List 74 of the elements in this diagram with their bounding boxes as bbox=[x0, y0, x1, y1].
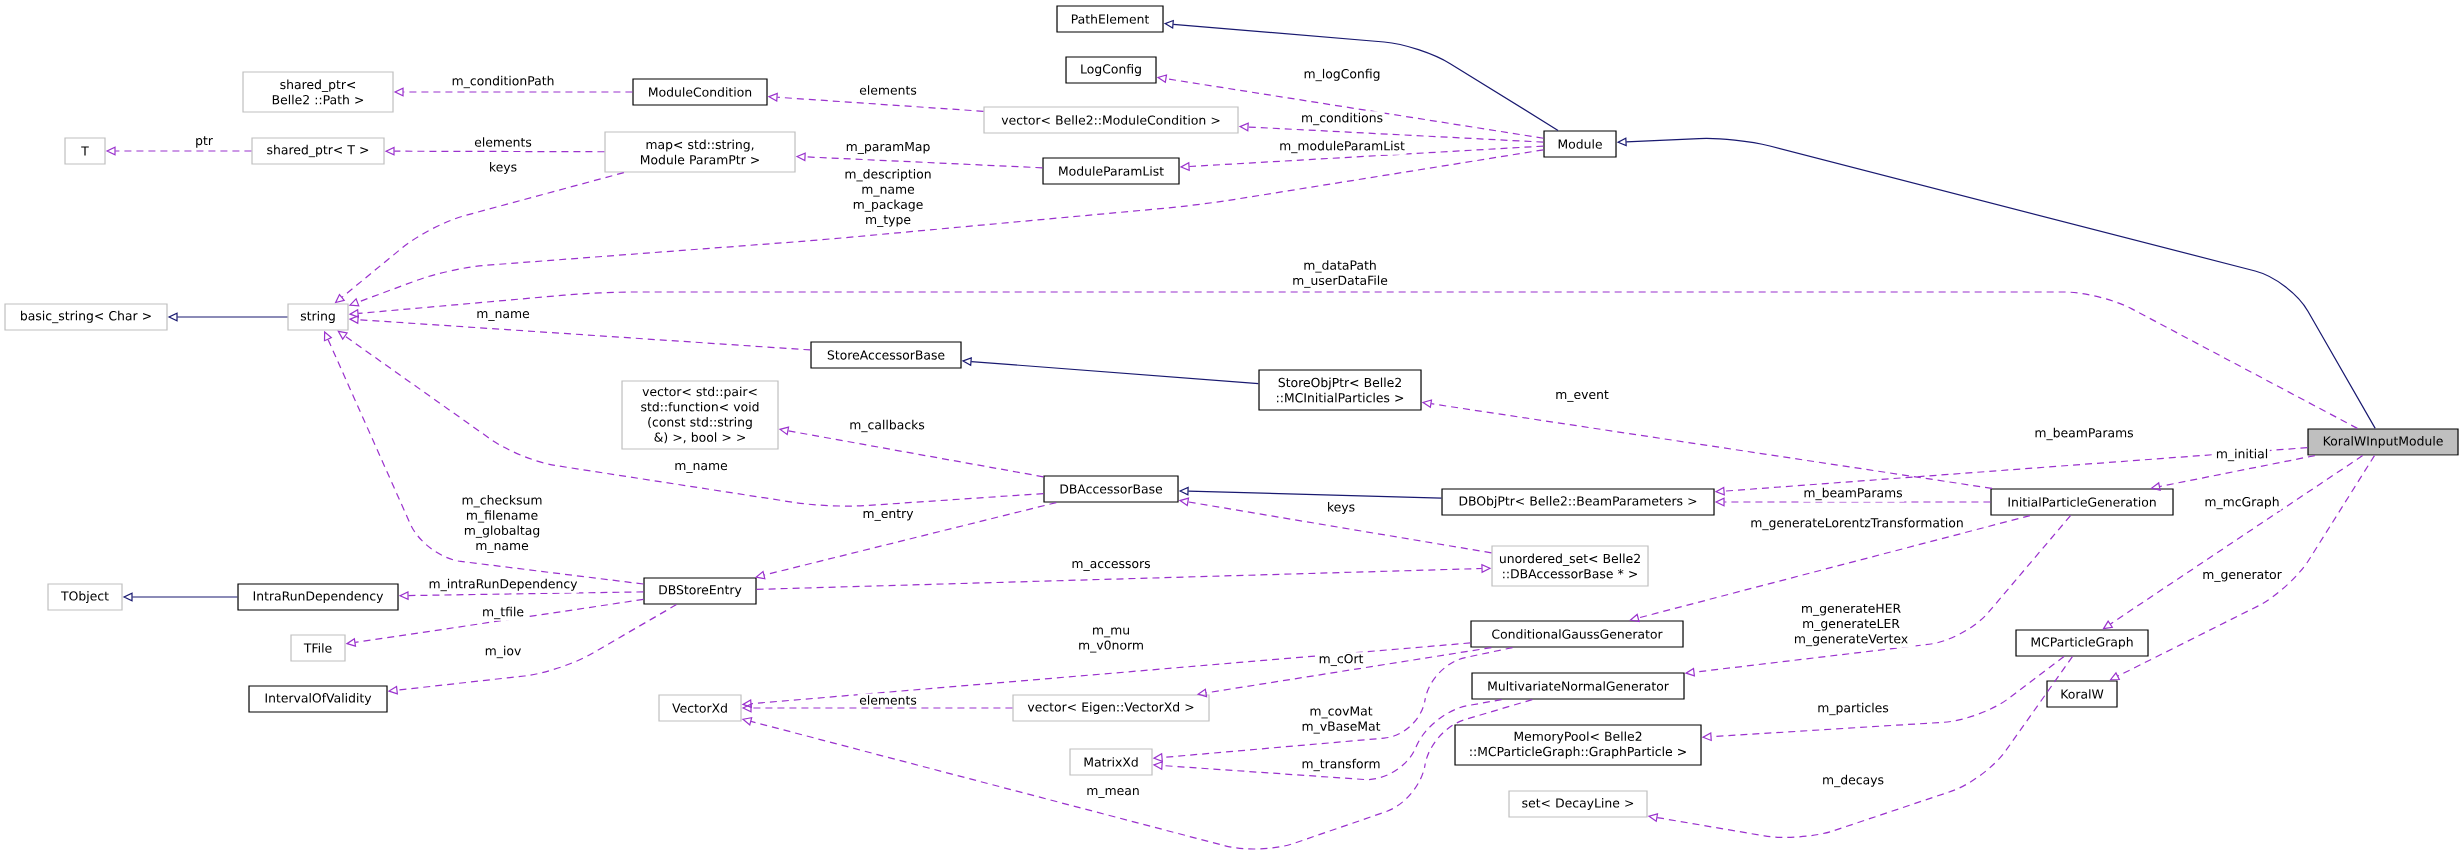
class-box: MCParticleGraph bbox=[2015, 629, 2149, 657]
edge-label: ptr bbox=[193, 134, 215, 150]
edge-label: m_decays bbox=[1820, 773, 1886, 789]
class-box: DBObjPtr< Belle2::BeamParameters > bbox=[1441, 488, 1715, 516]
class-box: T bbox=[64, 137, 106, 165]
class-box: map< std::string, Module ParamPtr > bbox=[604, 131, 796, 173]
class-box: Module bbox=[1543, 130, 1617, 158]
edge-label: m_name bbox=[672, 461, 730, 475]
edge-label: m_intraRunDependency bbox=[426, 577, 580, 593]
edge-label: m_mu m_v0norm bbox=[1070, 625, 1152, 655]
edge-label: m_iov bbox=[483, 644, 523, 660]
class-box: DBStoreEntry bbox=[643, 577, 757, 605]
edge-label: m_paramMap bbox=[844, 140, 932, 156]
edge-label: m_conditions bbox=[1299, 111, 1385, 127]
edge-label: m_conditionPath bbox=[450, 74, 557, 90]
arrow bbox=[1629, 515, 2031, 623]
class-box: MultivariateNormalGenerator bbox=[1471, 672, 1685, 700]
edge-label: m_tfile bbox=[480, 605, 526, 621]
edge-label: m_checksum m_filename m_globaltag m_name bbox=[452, 493, 552, 555]
edge-label: keys bbox=[487, 160, 519, 176]
edge-label: m_particles bbox=[1815, 701, 1891, 717]
class-box: shared_ptr< Belle2 ::Path > bbox=[242, 71, 394, 113]
class-box: IntervalOfValidity bbox=[248, 685, 388, 713]
edge-label: m_callbacks bbox=[847, 418, 927, 434]
class-box: shared_ptr< T > bbox=[251, 137, 385, 165]
edge-label: m_transform bbox=[1299, 757, 1383, 773]
edge-label: m_generator bbox=[2200, 568, 2284, 584]
edge-label: m_beamParams bbox=[2032, 426, 2136, 442]
arrow bbox=[2109, 455, 2376, 681]
edge-label: m_mcGraph bbox=[2202, 495, 2282, 511]
edge-label: m_entry bbox=[860, 507, 916, 523]
class-box: ModuleParamList bbox=[1042, 157, 1180, 185]
arrow bbox=[337, 330, 1044, 507]
class-box: IntraRunDependency bbox=[237, 583, 399, 611]
class-box: basic_string< Char > bbox=[4, 303, 168, 331]
class-box: unordered_set< Belle2 ::DBAccessorBase * > bbox=[1491, 545, 1649, 587]
edge-label: m_initial bbox=[2214, 447, 2270, 463]
edge-label: elements bbox=[857, 83, 919, 97]
edge-label: m_beamParams bbox=[1801, 486, 1905, 502]
class-box: string bbox=[287, 303, 349, 331]
class-box: MatrixXd bbox=[1069, 748, 1153, 776]
class-box: VectorXd bbox=[658, 694, 742, 722]
class-box: InitialParticleGeneration bbox=[1990, 488, 2174, 516]
edge-label: m_mean bbox=[1084, 786, 1142, 800]
edge-label: elements bbox=[472, 135, 534, 149]
edge-label: keys bbox=[1325, 500, 1357, 516]
edge-label: m_moduleParamList bbox=[1277, 139, 1407, 155]
class-box: vector< Eigen::VectorXd > bbox=[1012, 694, 1210, 722]
edge-label: m_logConfig bbox=[1301, 67, 1383, 83]
class-box: TObject bbox=[47, 583, 123, 611]
edge-label: m_dataPath m_userDataFile bbox=[1282, 258, 1398, 290]
edge-label: m_generateLorentzTransformation bbox=[1748, 516, 1966, 532]
class-box: vector< std::pair< std::function< void (const std::string &) >, bool > > bbox=[621, 380, 779, 450]
class-box: ConditionalGaussGenerator bbox=[1470, 620, 1684, 648]
class-box: LogConfig bbox=[1065, 56, 1157, 84]
class-box: DBAccessorBase bbox=[1043, 475, 1179, 503]
class-box: StoreObjPtr< Belle2 ::MCInitialParticles > bbox=[1258, 369, 1422, 411]
class-box: PathElement bbox=[1056, 5, 1164, 33]
class-box: KoralWInputModule bbox=[2307, 428, 2459, 456]
class-box: MemoryPool< Belle2 ::MCParticleGraph::GraphParticle > bbox=[1454, 724, 1702, 766]
class-box: KoralW bbox=[2046, 680, 2118, 708]
edge-label: m_covMat m_vBaseMat bbox=[1293, 704, 1389, 736]
class-box: TFile bbox=[290, 634, 346, 662]
class-box: ModuleCondition bbox=[632, 78, 768, 106]
edge-label: m_accessors bbox=[1069, 559, 1153, 573]
edge-label: m_event bbox=[1553, 388, 1611, 404]
edge-label: m_name bbox=[474, 309, 532, 323]
edge-label: m_description m_name m_package m_type bbox=[836, 167, 940, 229]
class-box: StoreAccessorBase bbox=[810, 341, 962, 369]
edge-label: m_cOrt bbox=[1317, 652, 1365, 668]
class-box: set< DecayLine > bbox=[1508, 790, 1648, 818]
edge-label: m_generateHER m_generateLER m_generateVertex bbox=[1786, 602, 1916, 648]
edge-label: elements bbox=[857, 693, 919, 707]
class-box: vector< Belle2::ModuleCondition > bbox=[983, 106, 1239, 134]
